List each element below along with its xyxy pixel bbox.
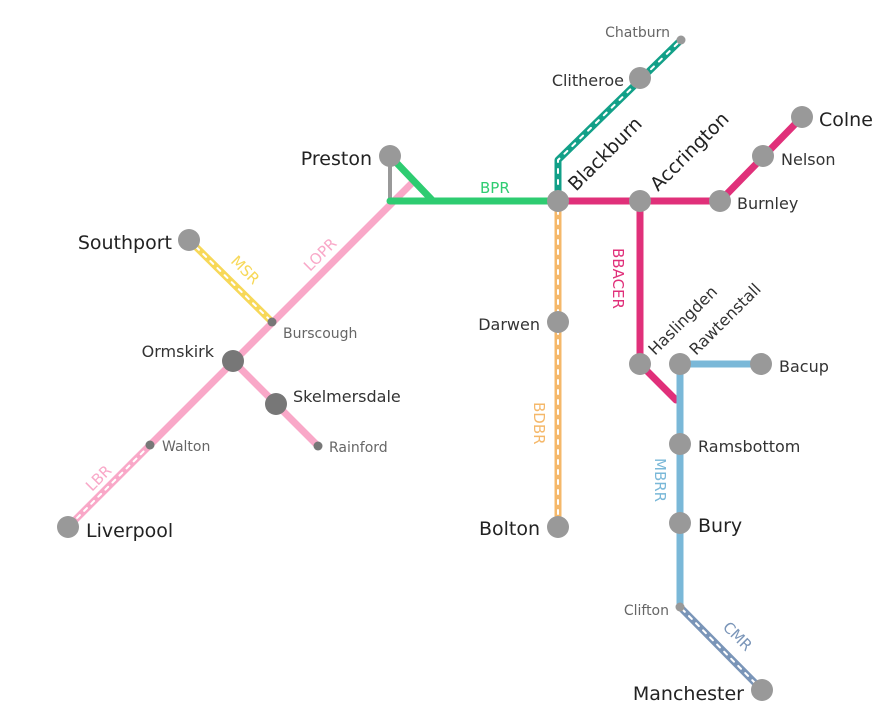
station-burscough[interactable] [267,317,277,327]
station-bacup[interactable] [750,353,772,375]
line-msr-dashes [188,239,273,323]
line-label-bpr: BPR [480,179,510,197]
station-clitheroe[interactable] [629,67,651,89]
label-chatburn: Chatburn [605,25,670,41]
label-liverpool: Liverpool [86,520,173,542]
station-chatburn[interactable] [676,35,686,45]
station-accrington[interactable] [629,190,651,212]
station-skelmersdale[interactable] [265,393,287,415]
station-bolton[interactable] [547,516,569,538]
line-lbr-dashes [69,446,149,526]
line-label-mbrr: MBRR [651,458,669,502]
label-blackburn: Blackburn [564,113,647,196]
label-bolton: Bolton [479,518,540,540]
line-label-lbr: LBR [82,462,115,495]
station-blackburn[interactable] [547,190,569,212]
label-skelmersdale: Skelmersdale [293,387,401,406]
station-burnley[interactable] [709,190,731,212]
line-label-bdbr: BDBR [530,402,548,445]
line-cmr-dashes [681,608,761,689]
line-clitheroe-dashes [557,39,682,196]
label-walton: Walton [162,439,210,455]
label-bacup: Bacup [779,357,829,376]
label-accrington: Accrington [646,108,734,196]
line-bpr[interactable] [386,152,562,205]
label-burnley: Burnley [737,194,798,213]
label-ormskirk: Ormskirk [142,342,215,361]
station-bury[interactable] [669,512,691,534]
label-clifton: Clifton [624,603,669,619]
station-southport[interactable] [178,229,200,251]
label-southport: Southport [78,232,172,254]
station-ormskirk[interactable] [222,350,244,372]
label-ramsbottom: Ramsbottom [698,437,800,456]
label-darwen: Darwen [478,315,540,334]
label-clitheroe: Clitheroe [552,71,624,90]
station-colne[interactable] [791,106,813,128]
station-rawtenstall[interactable] [669,353,691,375]
label-manchester: Manchester [633,683,744,705]
label-nelson: Nelson [781,150,836,169]
line-label-bbacer: BBACER [609,248,627,309]
station-darwen[interactable] [547,311,569,333]
label-burscough: Burscough [283,326,357,342]
label-colne: Colne [819,109,873,131]
label-bury: Bury [698,515,742,537]
line-mbrr[interactable] [676,360,765,611]
station-nelson[interactable] [752,145,774,167]
station-manchester[interactable] [751,679,773,701]
station-ramsbottom[interactable] [669,433,691,455]
label-rainford: Rainford [329,440,388,456]
station-haslingden[interactable] [629,353,651,375]
station-liverpool[interactable] [57,516,79,538]
station-preston[interactable] [379,145,401,167]
line-label-lopr: LOPR [300,234,340,274]
label-preston: Preston [301,148,372,170]
station-rainford[interactable] [313,441,323,451]
station-clifton[interactable] [675,602,685,612]
station-walton[interactable] [145,440,155,450]
